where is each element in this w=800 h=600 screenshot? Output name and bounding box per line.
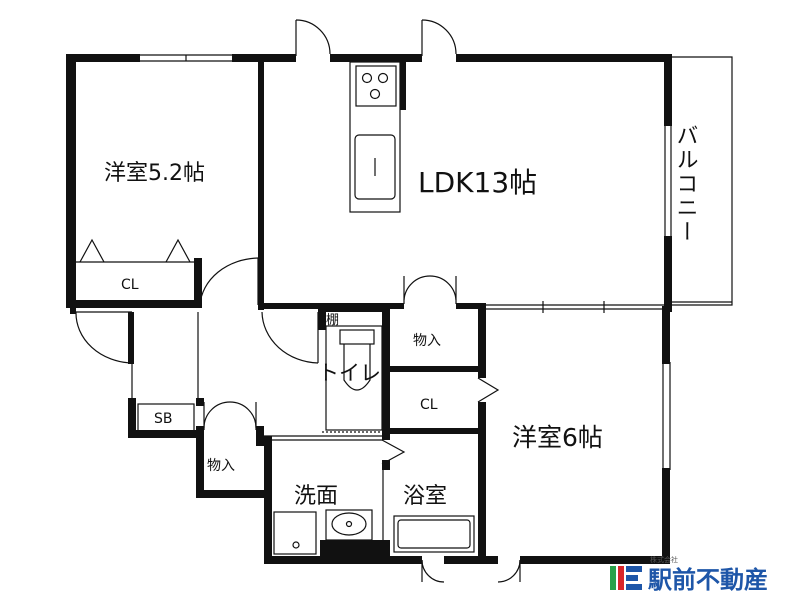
company-logo: 株式会社 駅前不動産 [610,555,768,594]
closet-1-label: CL [121,277,139,293]
walls [66,54,672,564]
western-room-2-label: 洋室6帖 [512,423,603,452]
storage-2-label: 物入 [207,458,235,474]
room-labels: 洋室5.2帖 LDK13帖 バルコニー CL 棚 トイレ 物入 CL SB 物入… [104,124,698,509]
shelf-label: 棚 [326,313,339,328]
logo-bar-green [610,566,616,590]
logo-bar-red [618,566,624,590]
balcony-label: バルコニー [673,124,698,244]
bathroom-label: 浴室 [403,484,447,509]
company-name: 駅前不動産 [648,566,768,594]
western-room-1-label: 洋室5.2帖 [104,161,205,186]
shoe-box-label: SB [154,411,173,427]
logo-bar-blue [626,566,642,572]
ldk-label: LDK13帖 [418,166,537,199]
company-type: 株式会社 [650,555,678,564]
washroom-label: 洗面 [294,484,338,509]
toilet-label: トイレ [318,361,381,385]
closet-2-label: CL [420,397,438,413]
storage-1-label: 物入 [413,333,441,349]
